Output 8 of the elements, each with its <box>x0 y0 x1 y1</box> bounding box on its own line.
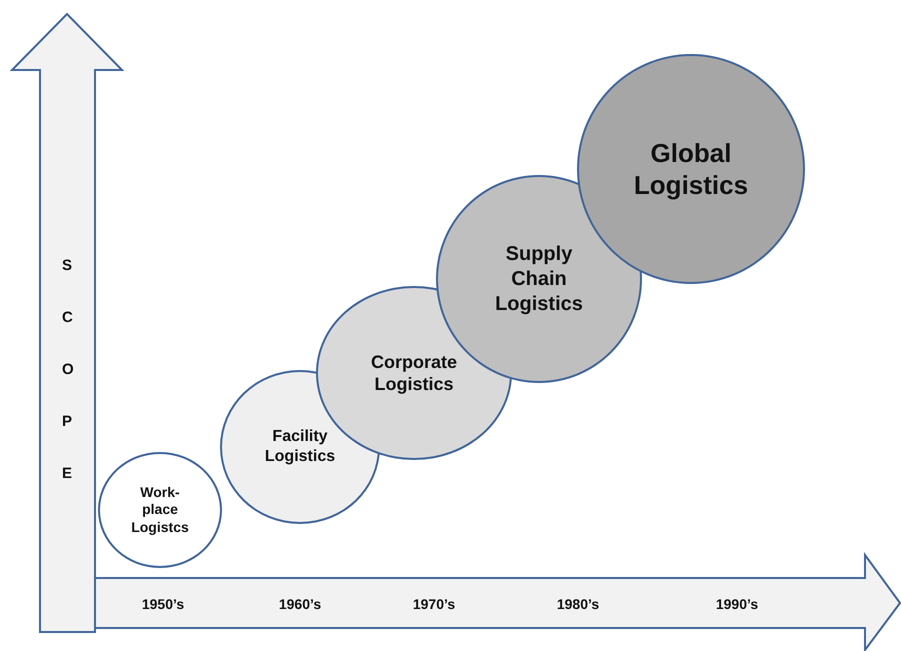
axis-label: 1990’s <box>716 596 758 612</box>
axis-label: 1980’s <box>556 596 600 612</box>
circle-node: Work- place Logistcs <box>98 452 222 568</box>
axis-title: SCOPE <box>62 256 70 484</box>
axis-label: 1970’s <box>412 596 456 612</box>
axis-label: 1960’s <box>278 596 322 612</box>
circle-node: Global Logistics <box>577 54 805 284</box>
axis-label: 1950’s <box>142 596 184 612</box>
